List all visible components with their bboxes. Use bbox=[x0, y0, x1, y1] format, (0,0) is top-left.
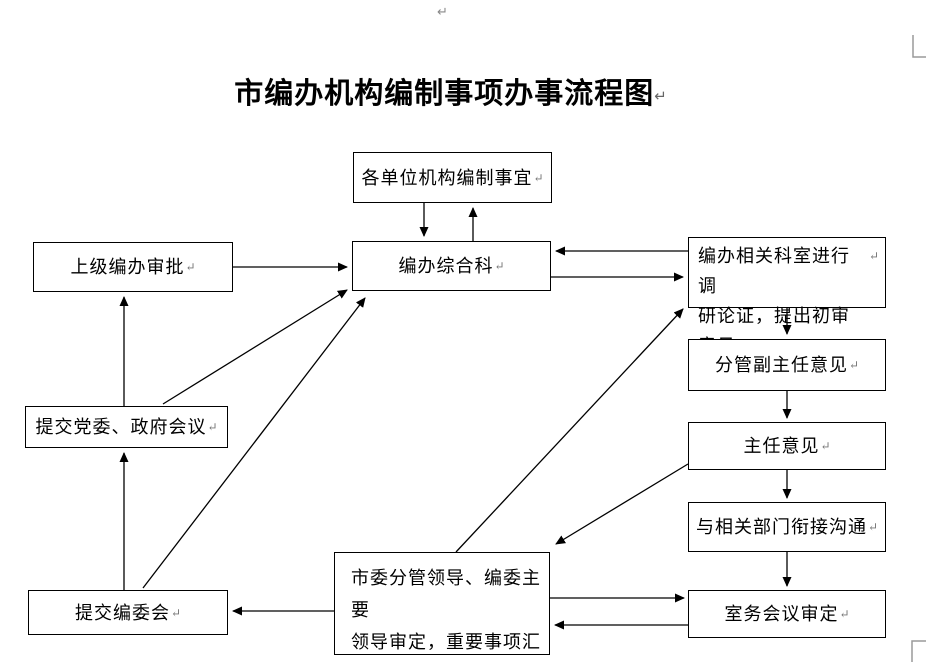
return-mark: ↵ bbox=[494, 259, 505, 273]
return-mark: ↵ bbox=[848, 358, 860, 372]
return-mark: ↵ bbox=[839, 607, 850, 621]
flow-node-superior-approval: 上级编办审批↵ bbox=[33, 242, 233, 292]
node-label: 市委分管领导、编委主要 领导审定，重要事项汇报 市委主要领导 bbox=[351, 568, 541, 652]
paragraph-mark: ↵ bbox=[437, 5, 448, 20]
node-label: 提交党委、政府会议 bbox=[35, 417, 207, 437]
arrow-director-to-leaders bbox=[555, 463, 689, 545]
return-mark: ↵ bbox=[820, 439, 831, 453]
node-label: 主任意见 bbox=[743, 436, 820, 456]
margin-corner-mark-top-right bbox=[912, 35, 926, 58]
page-title: 市编办机构编制事项办事流程图↵ bbox=[0, 70, 902, 112]
node-label: 与相关部门衔接沟通 bbox=[695, 517, 867, 537]
node-label: 提交编委会 bbox=[74, 602, 170, 623]
flow-node-submit-committee: 提交编委会↵ bbox=[28, 590, 228, 635]
node-label: 分管副主任意见 bbox=[714, 355, 848, 375]
flow-node-office-meeting: 室务会议审定↵ bbox=[688, 590, 886, 638]
flow-node-liaison: 与相关部门衔接沟通↵ bbox=[688, 502, 886, 552]
margin-corner-mark-bottom-right bbox=[911, 640, 926, 662]
return-mark: ↵ bbox=[868, 249, 879, 263]
flow-node-leaders-review: 市委分管领导、编委主要 领导审定，重要事项汇报 市委主要领导↵ bbox=[334, 552, 550, 655]
return-mark: ↵ bbox=[867, 520, 879, 534]
node-label: 上级编办审批 bbox=[70, 257, 185, 277]
node-label: 编办综合科 bbox=[398, 256, 494, 276]
arrow-partygov-to-general bbox=[162, 289, 348, 405]
flow-node-general-section: 编办综合科↵ bbox=[352, 241, 551, 291]
flow-node-director-opinion: 主任意见↵ bbox=[688, 422, 886, 470]
return-mark: ↵ bbox=[654, 88, 668, 105]
return-mark: ↵ bbox=[185, 260, 196, 274]
flow-node-related-sections: 编办相关科室进行调 研论证，提出初审意见↵ bbox=[688, 237, 886, 356]
flow-node-deputy-director-opinion: 分管副主任意见↵ bbox=[688, 339, 886, 391]
return-mark: ↵ bbox=[207, 420, 218, 434]
return-mark: ↵ bbox=[533, 170, 544, 185]
node-label: 各单位机构编制事宜 bbox=[361, 167, 533, 188]
node-label: 室务会议审定 bbox=[724, 604, 839, 624]
arrow-leaders-to-related bbox=[455, 308, 684, 553]
flow-node-unit-matters: 各单位机构编制事宜↵ bbox=[353, 152, 552, 203]
flow-node-party-gov-meeting: 提交党委、政府会议↵ bbox=[25, 406, 228, 448]
page-title-text: 市编办机构编制事项办事流程图 bbox=[234, 78, 655, 110]
return-mark: ↵ bbox=[170, 605, 182, 620]
